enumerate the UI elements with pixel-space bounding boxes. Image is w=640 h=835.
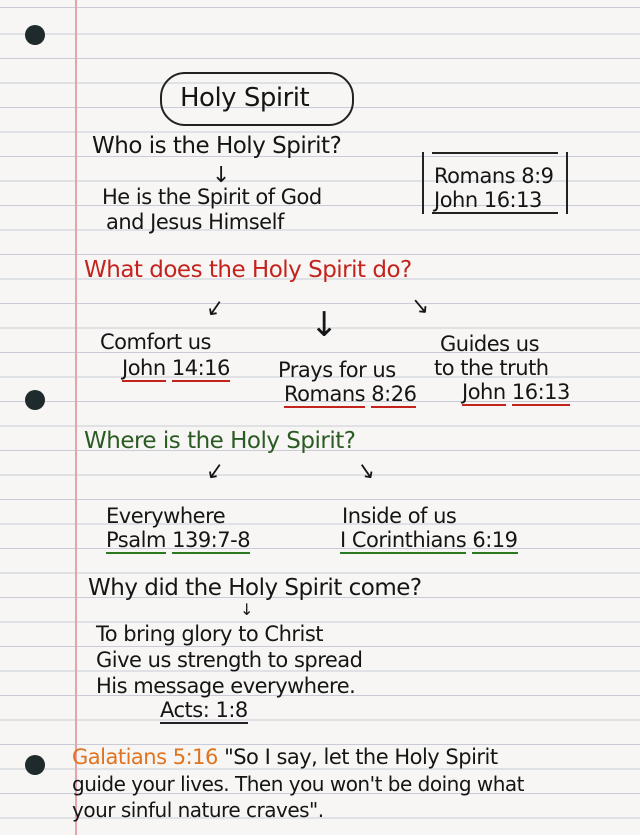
ref: 16:13 xyxy=(511,380,570,406)
arrow-icon: ↓ xyxy=(310,305,339,345)
margin-line xyxy=(75,0,77,835)
ref: 7-8 xyxy=(217,528,251,554)
ref: Psalm xyxy=(106,528,166,554)
what-item-1: Comfort us xyxy=(100,330,212,354)
who-question: Who is the Holy Spirit? xyxy=(92,133,342,159)
title-cloud xyxy=(160,72,354,126)
who-answer-1: He is the Spirit of God xyxy=(102,185,322,209)
reference-box xyxy=(422,152,568,214)
where-question: Where is the Holy Spirit? xyxy=(84,428,356,454)
where-item-1: Everywhere xyxy=(106,504,226,528)
ref: 14:16 xyxy=(171,356,230,382)
why-line-1: To bring glory to Christ xyxy=(96,622,324,646)
ref: John xyxy=(122,356,166,382)
why-line-3: His message everywhere. xyxy=(96,674,356,698)
page-title: Holy Spirit xyxy=(180,83,310,113)
binder-hole xyxy=(25,390,45,410)
closing-line-1: "So I say, let the Holy Spirit xyxy=(224,745,498,769)
ref: 6:19 xyxy=(472,528,518,554)
ref: 139: xyxy=(172,528,218,554)
what-question: What does the Holy Spirit do? xyxy=(84,257,412,283)
ref: 8:26 xyxy=(371,382,417,408)
ref: I Corinthians xyxy=(340,528,467,554)
closing-line-2: guide your lives. Then you won't be doin… xyxy=(72,772,525,796)
ref-box-2: John 16:13 xyxy=(434,188,542,212)
what-item-3b: to the truth xyxy=(434,356,549,380)
ref: Romans xyxy=(284,382,366,408)
what-item-3a: Guides us xyxy=(440,332,540,356)
where-item-2: Inside of us xyxy=(342,504,457,528)
binder-hole xyxy=(25,755,45,775)
why-ref: Acts: 1:8 xyxy=(160,698,248,724)
closing-ref: Galatians 5:16 xyxy=(72,745,218,769)
why-line-2: Give us strength to spread xyxy=(96,648,363,672)
ref: John xyxy=(462,380,506,406)
arrow-down-icon: ↓ xyxy=(212,163,231,188)
why-question: Why did the Holy Spirit come? xyxy=(88,575,422,601)
closing-line-3: your sinful nature craves". xyxy=(72,798,324,822)
binder-hole xyxy=(25,25,45,45)
who-answer-2: and Jesus Himself xyxy=(106,210,284,234)
what-item-2: Prays for us xyxy=(278,358,396,382)
arrow-down-icon: ↓ xyxy=(240,600,254,619)
ref-box-1: Romans 8:9 xyxy=(434,164,554,188)
